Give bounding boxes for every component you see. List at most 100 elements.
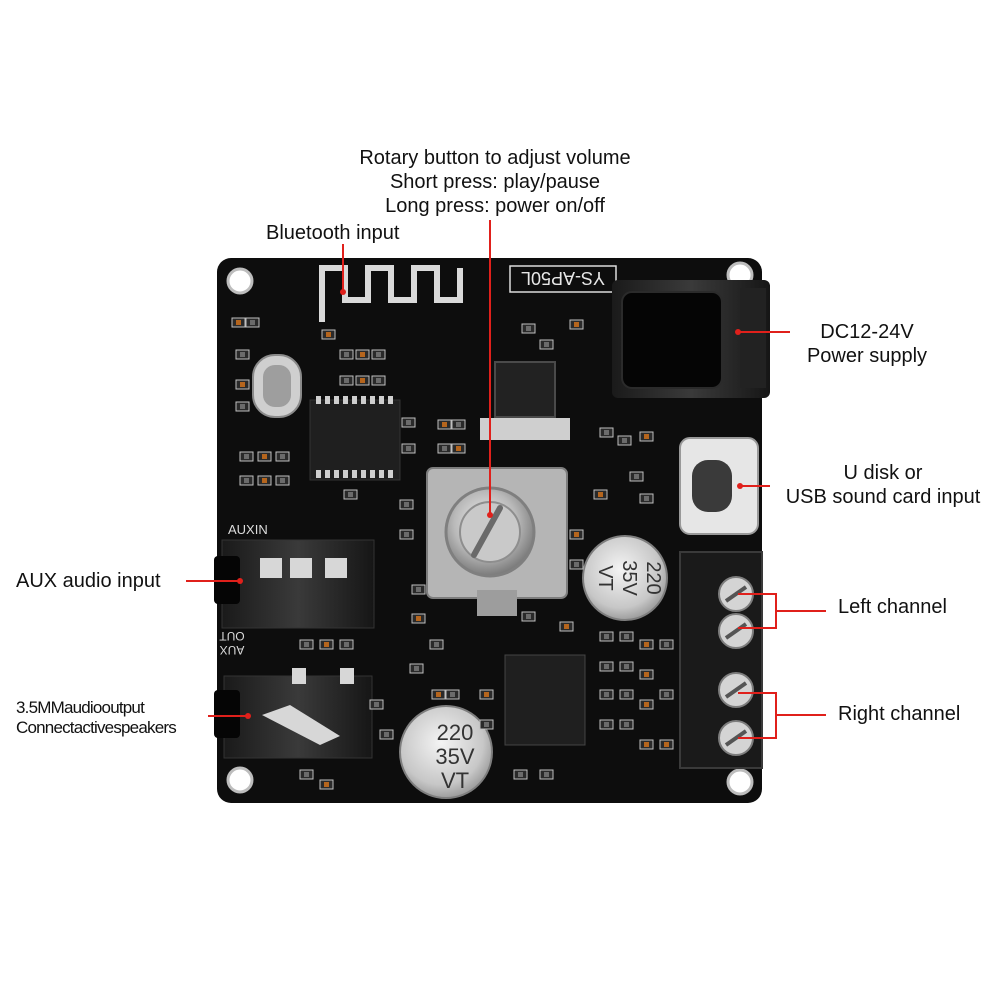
- callout-audio-output: 3.5MMaudiooutput Connectactivespeakers: [16, 698, 177, 738]
- aux-in-silkscreen: AUXIN: [228, 522, 268, 537]
- smd-component: [401, 417, 416, 428]
- smd-component: [479, 689, 494, 700]
- smd-component: [593, 489, 608, 500]
- ic-pin: [325, 470, 330, 478]
- smd-component: [401, 443, 416, 454]
- smd-component: [659, 689, 674, 700]
- smd-component: [299, 639, 314, 650]
- smd-component: [235, 379, 250, 390]
- callout-right-channel: Right channel: [838, 703, 961, 725]
- ic-pin: [334, 470, 339, 478]
- smd-component: [639, 669, 654, 680]
- smd-component: [339, 349, 354, 360]
- model-label: YS-AP50L: [521, 268, 605, 288]
- smd-component: [257, 451, 272, 462]
- smd-component: [399, 499, 414, 510]
- screw-slot: [724, 729, 748, 747]
- smd-component: [371, 375, 386, 386]
- smd-component: [451, 443, 466, 454]
- smd-component: [639, 639, 654, 650]
- callout-left-channel: Left channel: [838, 596, 947, 618]
- callout-aux-input: AUX audio input: [16, 570, 161, 592]
- bluetooth-ic: [309, 399, 401, 481]
- ic-pin: [325, 396, 330, 404]
- smd-component: [629, 471, 644, 482]
- ic-pin: [343, 396, 348, 404]
- smd-component: [399, 529, 414, 540]
- svg-text:VT: VT: [441, 768, 469, 793]
- callout-dc: DC12-24V Power supply: [792, 320, 942, 368]
- smd-component: [339, 639, 354, 650]
- svg-text:OUT: OUT: [219, 629, 245, 643]
- amplifier-ic: [504, 654, 586, 746]
- svg-text:VT: VT: [594, 565, 616, 591]
- smd-component: [521, 323, 536, 334]
- smd-component: [659, 639, 674, 650]
- smd-component: [355, 375, 370, 386]
- svg-text:220: 220: [642, 561, 664, 594]
- mount-hole: [726, 768, 754, 796]
- aux-in-jack: [221, 539, 375, 629]
- smd-component: [619, 661, 634, 672]
- smd-component: [521, 611, 536, 622]
- ic-pin: [370, 396, 375, 404]
- ic-pin: [352, 470, 357, 478]
- mount-hole: [226, 766, 254, 794]
- callout-rotary-line3: Long press: power on/off: [385, 195, 605, 217]
- ic-pin: [334, 396, 339, 404]
- ic-pin: [379, 396, 384, 404]
- callout-rotary-line1: Rotary button to adjust volume: [359, 147, 631, 169]
- ic-pin: [388, 470, 393, 478]
- smd-component: [321, 329, 336, 340]
- callout-bluetooth: Bluetooth input: [266, 222, 400, 244]
- smd-component: [639, 699, 654, 710]
- smd-component: [299, 769, 314, 780]
- callout-audio-output-line1: 3.5MMaudiooutput: [16, 698, 145, 717]
- smd-component: [599, 661, 614, 672]
- smd-component: [431, 689, 446, 700]
- smd-component: [539, 769, 554, 780]
- smd-component: [369, 699, 384, 710]
- smd-component: [569, 559, 584, 570]
- callout-usb: U disk or USB sound card input: [770, 461, 996, 509]
- callout-dc-line1: DC12-24V: [820, 321, 914, 343]
- model-box: [509, 265, 617, 293]
- ic-pin: [316, 470, 321, 478]
- smd-component: [659, 739, 674, 750]
- smd-component: [245, 317, 260, 328]
- smd-component: [619, 689, 634, 700]
- ic-pin: [343, 470, 348, 478]
- mount-hole: [226, 267, 254, 295]
- smd-component: [239, 451, 254, 462]
- ic-pin: [361, 396, 366, 404]
- smd-component: [275, 451, 290, 462]
- smd-component: [411, 584, 426, 595]
- ic-pin: [379, 470, 384, 478]
- ic-pin: [388, 396, 393, 404]
- smd-component: [371, 349, 386, 360]
- smd-component: [231, 317, 246, 328]
- smd-component: [235, 349, 250, 360]
- smd-component: [355, 349, 370, 360]
- smd-component: [235, 401, 250, 412]
- smd-component: [411, 613, 426, 624]
- screw-slot: [724, 681, 748, 699]
- smd-component: [409, 663, 424, 674]
- smd-component: [257, 475, 272, 486]
- svg-text:220: 220: [437, 720, 474, 745]
- regulator: [494, 361, 556, 418]
- smd-component: [639, 493, 654, 504]
- smd-component: [599, 719, 614, 730]
- smd-component: [639, 431, 654, 442]
- smd-component: [599, 427, 614, 438]
- smd-component: [275, 475, 290, 486]
- smd-component: [569, 319, 584, 330]
- smd-component: [379, 729, 394, 740]
- bluetooth-antenna: [319, 265, 463, 322]
- smd-component: [319, 779, 334, 790]
- smd-component: [617, 435, 632, 446]
- callout-rotary-line2: Short press: play/pause: [389, 171, 601, 193]
- ic-pin: [370, 470, 375, 478]
